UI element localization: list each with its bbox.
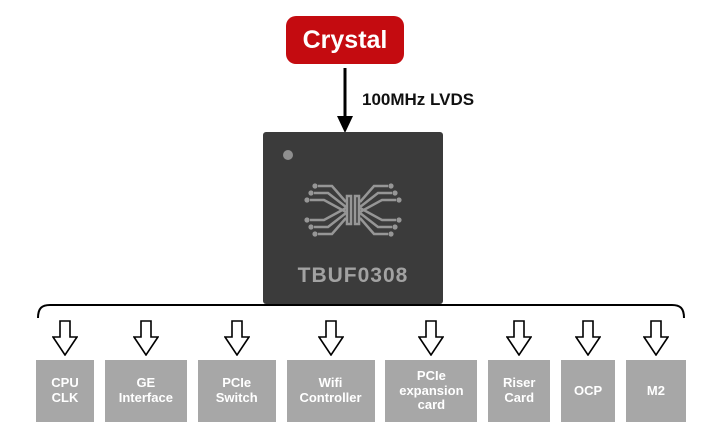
chip-part-number: TBUF0308 — [297, 264, 409, 287]
target-cell-riser-card: Riser Card — [488, 320, 551, 422]
target-box-pcie-expansion-card: PCIe expansion card — [385, 360, 478, 422]
target-cell-wifi-controller: Wifi Controller — [286, 320, 375, 422]
down-arrow-icon — [52, 320, 78, 356]
target-cell-ge-interface: GE Interface — [104, 320, 187, 422]
targets-row: CPU CLK GE Interface PCIe Switch — [36, 320, 686, 422]
target-cell-m2: M2 — [625, 320, 686, 422]
down-arrow-icon — [418, 320, 445, 356]
target-cell-cpu-clk: CPU CLK — [36, 320, 94, 422]
target-label: OCP — [573, 382, 603, 398]
down-arrow-icon — [132, 320, 159, 356]
target-cell-pcie-expansion-card: PCIe expansion card — [385, 320, 478, 422]
down-arrow-icon — [575, 320, 602, 356]
target-box-ocp: OCP — [561, 360, 616, 422]
target-label: Wifi Controller — [299, 375, 362, 405]
target-box-riser-card: Riser Card — [488, 360, 551, 422]
down-arrow-icon — [642, 320, 669, 356]
chip-pin1-dot-icon — [283, 150, 293, 160]
crystal-label: Crystal — [302, 25, 388, 54]
target-box-cpu-clk: CPU CLK — [36, 360, 94, 422]
chip-logo-icon — [303, 182, 403, 238]
target-box-ge-interface: GE Interface — [104, 360, 187, 422]
target-label: M2 — [646, 382, 665, 398]
fanout-bracket-line — [37, 304, 685, 319]
crystal-to-chip-arrow-icon — [337, 68, 353, 133]
target-cell-pcie-switch: PCIe Switch — [197, 320, 276, 422]
target-label: GE Interface — [118, 375, 173, 405]
target-label: PCIe Switch — [215, 375, 258, 405]
target-cell-ocp: OCP — [561, 320, 616, 422]
target-box-pcie-switch: PCIe Switch — [197, 360, 276, 422]
chip-tbuf0308: TBUF0308 — [263, 132, 443, 304]
target-label: Riser Card — [502, 375, 536, 405]
crystal-source-node: Crystal — [286, 16, 404, 64]
target-box-wifi-controller: Wifi Controller — [286, 360, 375, 422]
down-arrow-icon — [317, 320, 344, 356]
target-label: PCIe expansion card — [399, 367, 464, 413]
clock-signal-label: 100MHz LVDS — [362, 90, 475, 109]
down-arrow-icon — [223, 320, 250, 356]
target-label: CPU CLK — [51, 375, 79, 405]
target-box-m2: M2 — [625, 360, 686, 422]
down-arrow-icon — [506, 320, 533, 356]
